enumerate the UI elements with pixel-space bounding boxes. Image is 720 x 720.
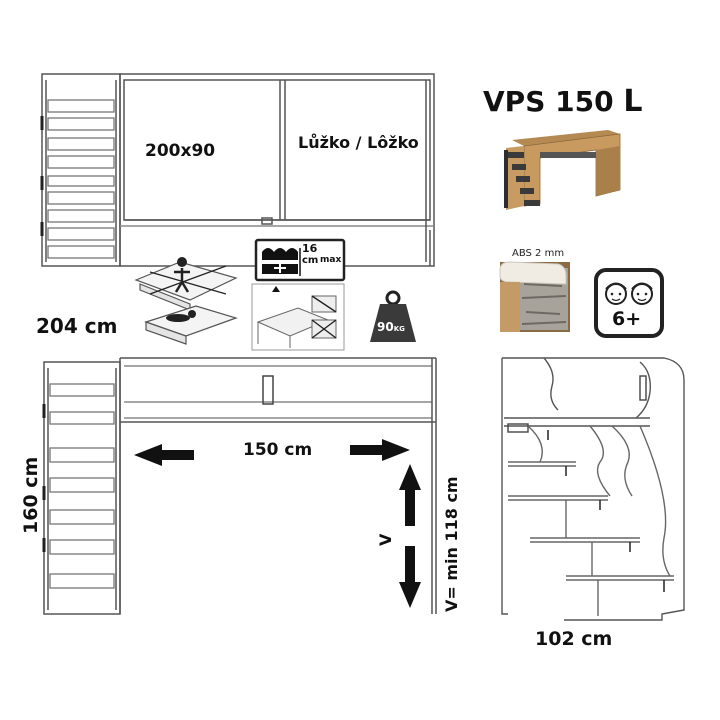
bed-label: Lůžko / Lôžko [298, 133, 419, 152]
mattress-height-value: 16 [302, 242, 318, 255]
mattress-warning-icons [134, 257, 238, 345]
height-label: 160 cm [20, 456, 42, 534]
bed-size-label: 200x90 [145, 141, 216, 161]
length-label: 204 cm [36, 314, 118, 338]
product-title-main: VPS 150 [483, 85, 614, 118]
width-arrows [134, 439, 410, 466]
top-view-drawing [40, 73, 435, 267]
edge-label: ABS 2 mm [512, 248, 565, 259]
v-symbol-label: V [376, 533, 395, 546]
age-badge-icon [594, 268, 664, 338]
age-label: 6+ [612, 308, 642, 330]
depth-label: 102 cm [535, 628, 613, 650]
width-label: 150 cm [243, 440, 313, 460]
weight-unit: KG [393, 325, 405, 333]
assembly-guide-image [251, 283, 345, 351]
edge-sample-image [499, 261, 570, 332]
mattress-height-unit: cm [302, 255, 319, 266]
mattress-height-max: max [320, 255, 342, 265]
v-height-arrows [399, 464, 421, 608]
product-title-suffix: L [623, 84, 643, 119]
front-view-drawing [42, 357, 437, 615]
top-bed-outline [119, 73, 435, 267]
weight-icon [370, 290, 416, 342]
weight-number: 90 [377, 320, 394, 334]
product-title: VPS 150 L [483, 84, 642, 119]
weight-value: 90KG [377, 320, 405, 334]
product-thumbnail [504, 130, 621, 210]
mattress-height-icon [254, 238, 346, 282]
v-height-label: V= min 118 cm [442, 476, 461, 612]
top-stair-outline [41, 73, 121, 267]
side-view-drawing [501, 357, 685, 621]
